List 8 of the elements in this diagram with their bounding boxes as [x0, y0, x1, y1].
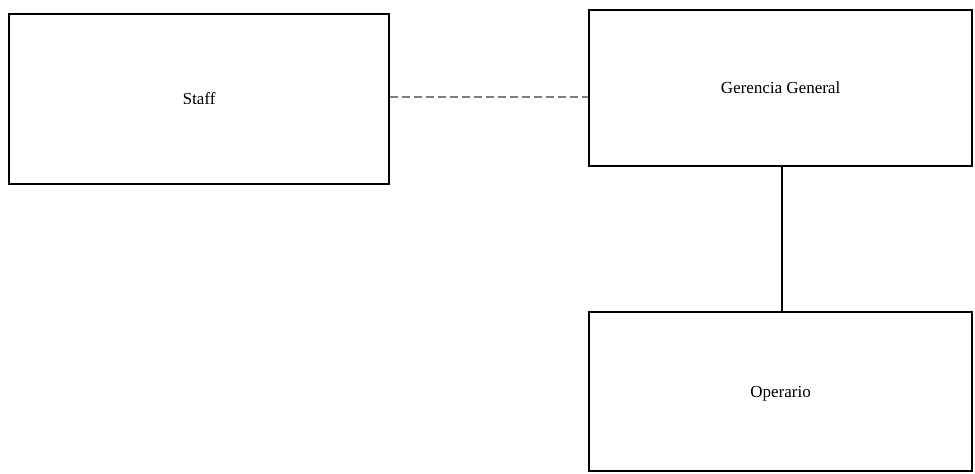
org-box [588, 311, 973, 472]
dashed-connector [390, 96, 588, 98]
box-label: Gerencia General [720, 77, 840, 100]
box-label: Operario [750, 380, 811, 403]
connector-line [781, 167, 783, 311]
org-box [588, 9, 973, 167]
box-label: Staff [182, 88, 216, 110]
org-box [8, 13, 390, 185]
